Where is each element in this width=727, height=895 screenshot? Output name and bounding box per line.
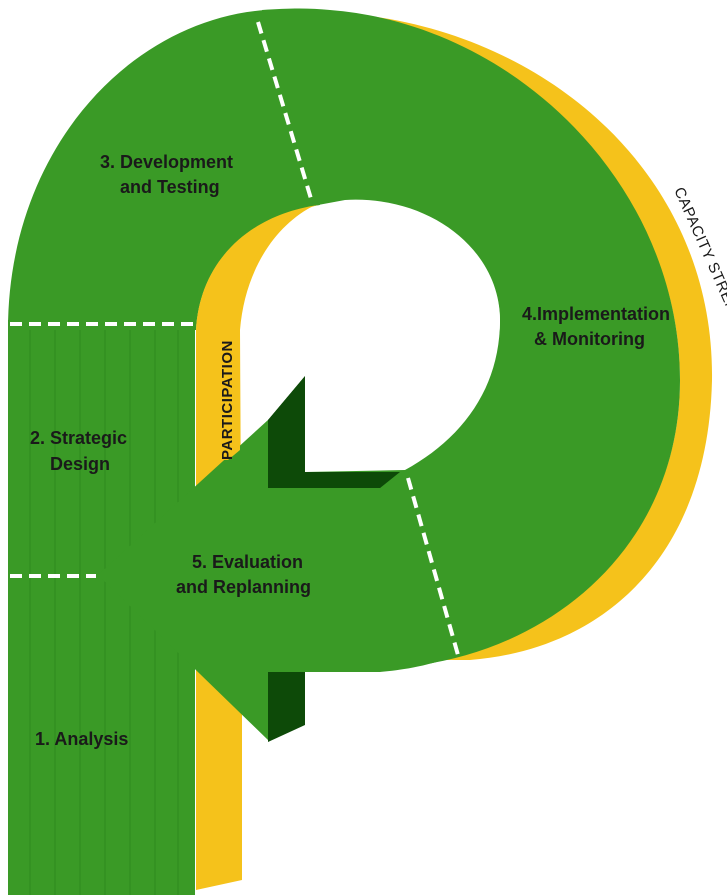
divider-development-implementation	[256, 21, 314, 203]
stage-development-label: 3. Development and Testing	[100, 152, 238, 197]
stage-implementation-line2: & Monitoring	[534, 329, 645, 349]
stage-strategic-design-line1: 2. Strategic	[30, 428, 127, 448]
stage-analysis-label: 1. Analysis	[35, 729, 128, 749]
stage-evaluation-line1: 5. Evaluation	[192, 552, 303, 572]
inner-yellow-strip-top	[196, 205, 318, 460]
divider-implementation-evaluation	[406, 477, 460, 656]
top-arc-segment	[8, 10, 320, 330]
evaluation-arrow	[98, 420, 460, 740]
stage-implementation-label: 4.Implementation & Monitoring	[522, 304, 675, 349]
stage-evaluation-label: 5. Evaluation and Replanning	[176, 552, 311, 597]
arrow-shadow-bottom	[268, 672, 305, 742]
arrow-shadow-top-front	[268, 376, 400, 488]
stage-development-line2: and Testing	[120, 177, 220, 197]
stage-strategic-design-label: 2. Strategic Design	[30, 428, 132, 474]
stage-implementation-line1: 4.Implementation	[522, 304, 670, 324]
stage-development-line1: 3. Development	[100, 152, 233, 172]
stage-strategic-design-line2: Design	[50, 454, 110, 474]
center-hole	[259, 203, 500, 472]
stage-evaluation-line2: and Replanning	[176, 577, 311, 597]
participation-label: PARTICIPATION	[219, 340, 236, 460]
